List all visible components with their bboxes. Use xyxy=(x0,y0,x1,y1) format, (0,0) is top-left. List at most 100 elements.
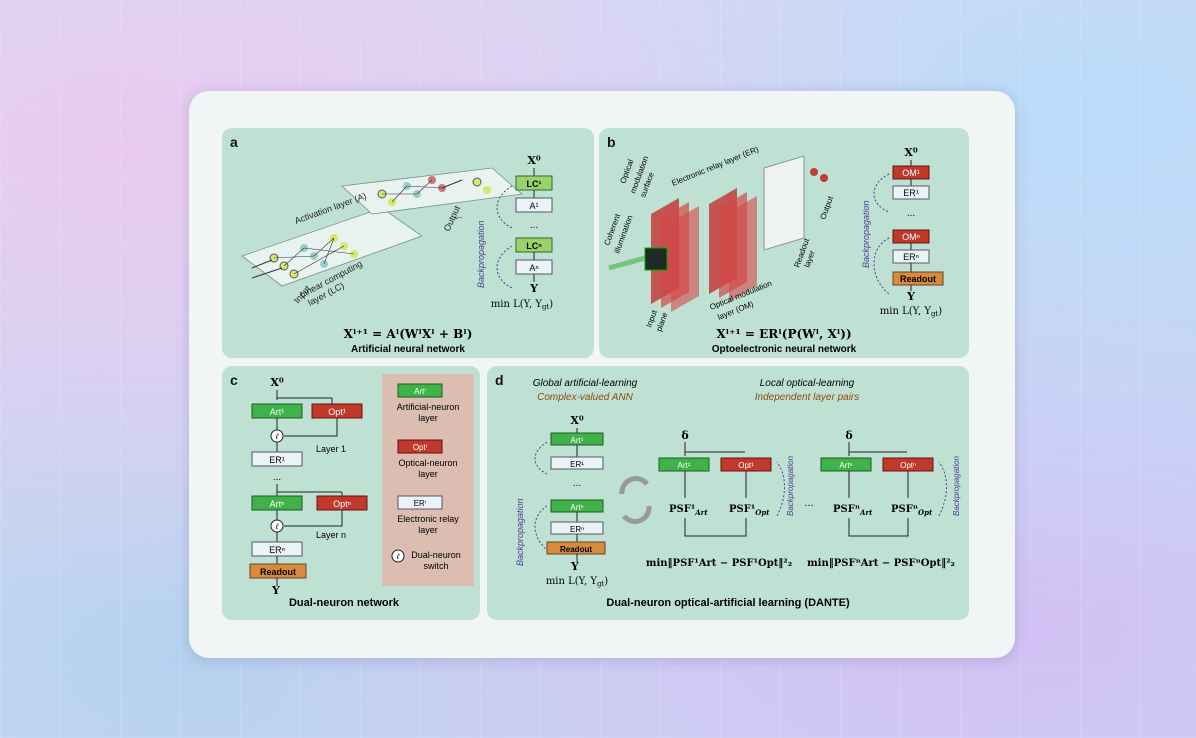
er1-label: ER¹ xyxy=(903,188,919,198)
readout-label-d: Readout xyxy=(560,545,592,554)
legend-opt-text-2: layer xyxy=(418,469,438,479)
legend-switch-icon xyxy=(391,549,405,563)
backprop-label-a: Backpropagation xyxy=(476,220,486,288)
delta-n: δ xyxy=(845,429,852,442)
ern-label-d: ERⁿ xyxy=(570,525,584,534)
panel-d-diagram: Global artificial-learning Complex-value… xyxy=(515,378,961,609)
opt1-label-c: Opt¹ xyxy=(328,407,346,417)
ellipsis-c: ... xyxy=(273,472,281,483)
panel-a-artificial-neural-network: a ... xyxy=(222,128,594,358)
stack-ellipsis-a: ... xyxy=(530,220,538,231)
y-label-c: Y xyxy=(271,584,280,597)
omn-label: OMⁿ xyxy=(902,232,920,242)
activation-plane xyxy=(341,167,523,215)
loss-a: min L(Y, Ygt) xyxy=(491,299,553,311)
backprop-arrows-a xyxy=(496,185,513,289)
title-a: Artificial neural network xyxy=(351,344,465,355)
legend-er-box xyxy=(397,495,443,510)
switch-n-symbol: ℓ xyxy=(275,522,279,531)
artn-pair-box xyxy=(820,457,872,472)
artn-label-c: Artⁿ xyxy=(270,499,285,509)
readout-box-d xyxy=(546,541,606,555)
lc-nodes xyxy=(251,234,358,279)
panel-c-dual-neuron-network: c X⁰ Art¹ Opt¹ ℓ Layer 1 ER¹ ... Artⁿ Op… xyxy=(222,366,480,620)
equation-b: Xˡ⁺¹ = ERˡ(P(Wˡ, Xˡ)) xyxy=(716,327,851,341)
legend-er-text-2: layer xyxy=(418,525,438,535)
art1-label-d: Art¹ xyxy=(571,436,584,445)
layer1-label: Layer 1 xyxy=(316,444,346,454)
panel-label-a: a xyxy=(230,134,238,150)
readout-box-c xyxy=(249,563,307,579)
artn-pair-label: Artⁿ xyxy=(839,461,852,470)
legend-art-text-1: Artificial-neuron xyxy=(397,402,460,412)
legend-switch-symbol: ℓ xyxy=(396,552,400,561)
an-label: Aⁿ xyxy=(529,263,538,273)
legend-art-box xyxy=(397,383,443,398)
x0-label-c: X⁰ xyxy=(270,376,284,389)
backprop-arrows-b xyxy=(873,173,890,295)
illumination-beam xyxy=(608,255,646,271)
om1-label: OM¹ xyxy=(902,168,920,178)
readout-box-b xyxy=(892,271,944,286)
switch-1-symbol: ℓ xyxy=(275,432,279,441)
x0-label-b: X⁰ xyxy=(904,146,918,159)
backprop-label-pair-n: Backpropagation xyxy=(952,455,961,516)
a1-label: A¹ xyxy=(530,201,539,211)
y-label-a: Y xyxy=(529,282,538,295)
input-plane xyxy=(644,247,668,271)
readout-label-b: Readout xyxy=(900,274,936,284)
panel-label-c: c xyxy=(230,372,238,388)
optical-layers xyxy=(651,155,805,312)
er1-box-d xyxy=(550,456,604,470)
title-b: Optoelectronic neural network xyxy=(712,344,857,355)
output-nodes xyxy=(472,177,491,194)
legend-opt-box-label: Optⁱ xyxy=(413,443,427,452)
opt1-pair-label: Opt¹ xyxy=(738,461,754,470)
art1-pair-box xyxy=(658,457,710,472)
legend-art-text-2: layer xyxy=(418,413,438,423)
lc1-label: LC¹ xyxy=(527,179,542,189)
title-d: Dual-neuron optical-artificial learning … xyxy=(606,597,850,609)
global-label-2: Complex-valued ANN xyxy=(537,392,634,403)
lcn-label: LCⁿ xyxy=(526,241,542,251)
psf-art-n: PSFⁿArt xyxy=(833,504,873,517)
y-label-d: Y xyxy=(570,560,579,573)
backprop-arrow-pair-n xyxy=(938,461,947,517)
a1-box xyxy=(515,197,553,213)
local-label-1: Local optical-learning xyxy=(760,378,855,389)
psf-opt-n: PSFⁿOpt xyxy=(891,504,933,517)
cycle-arrow-bottom xyxy=(622,505,652,524)
min-pair-n: min‖PSFⁿArt − PSFⁿOpt‖²₂ xyxy=(807,558,955,569)
layern-label: Layer n xyxy=(316,530,346,540)
legend-opt-box xyxy=(397,439,443,454)
stack-ellipsis-b: ... xyxy=(907,208,915,219)
psf-art-1: PSF¹Art xyxy=(669,504,708,517)
backprop-label-b: Backpropagation xyxy=(861,200,871,268)
x0-label-a: X⁰ xyxy=(527,154,541,167)
backprop-label-pair-1: Backpropagation xyxy=(786,455,795,516)
art1-label-c: Art¹ xyxy=(270,407,285,417)
readout-label-c: Readout xyxy=(260,567,296,577)
panel-b-diagram: Optical modulation surface Electronic re… xyxy=(602,145,944,355)
er1-box xyxy=(892,185,930,200)
backprop-arrow-pair-1 xyxy=(776,461,785,517)
er1-label-d: ER¹ xyxy=(570,460,584,469)
art1-pair-label: Art¹ xyxy=(678,461,691,470)
delta-1: δ xyxy=(681,429,688,442)
pair-ellipsis: ... xyxy=(804,497,813,509)
global-label-1: Global artificial-learning xyxy=(533,378,638,389)
panel-label-b: b xyxy=(607,134,616,150)
min-pair-1: min‖PSF¹Art − PSF¹Opt‖²₂ xyxy=(646,558,792,569)
panel-d-dante: d Global artificial-learning Complex-val… xyxy=(487,366,969,620)
equation-a: Xˡ⁺¹ = Aˡ(WˡXˡ + Bˡ) xyxy=(344,327,473,341)
cycle-arrow-top xyxy=(619,476,649,495)
er-layer-label: Electronic relay layer (ER) xyxy=(670,145,760,188)
legend-er-box-label: ERⁱ xyxy=(414,499,427,508)
ern-label: ERⁿ xyxy=(903,252,919,262)
activation-nodes xyxy=(377,176,463,206)
legend-switch-text-1: Dual-neuron xyxy=(411,550,461,560)
optn-pair-label: Optⁿ xyxy=(900,461,916,470)
loss-d: min L(Y, Ygt) xyxy=(546,576,608,588)
panel-b-optoelectronic-network: b Optical modulation surface Electronic … xyxy=(599,128,969,358)
local-label-2: Independent layer pairs xyxy=(755,392,860,403)
